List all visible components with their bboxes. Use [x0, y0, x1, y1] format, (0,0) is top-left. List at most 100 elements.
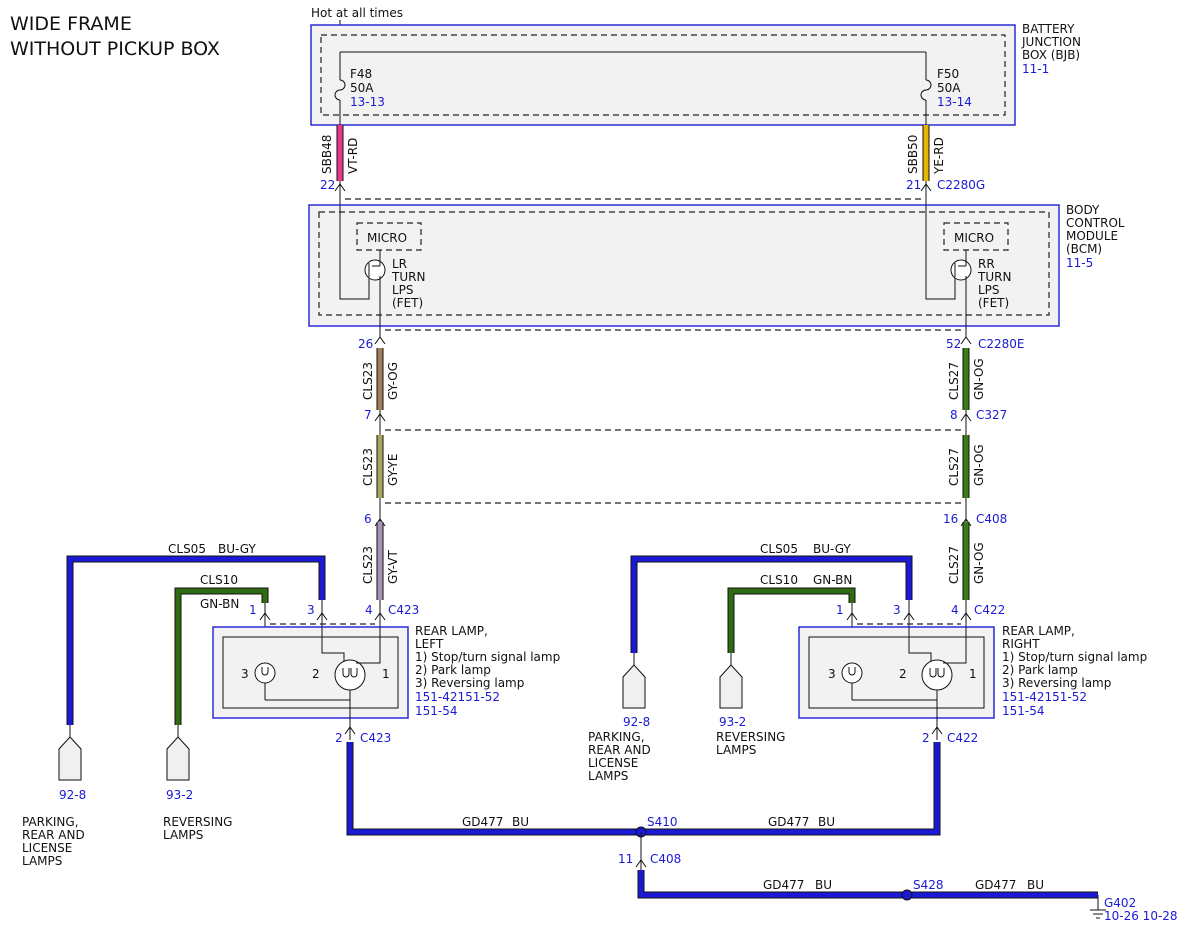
right-lamp-ref-1[interactable]: 151-42151-52	[1002, 690, 1087, 704]
c408-connector-lower[interactable]: C408	[650, 852, 681, 866]
diagram-title-line2: WITHOUT PICKUP BOX	[10, 38, 220, 60]
sbb50-pin: 21	[906, 178, 921, 192]
c423-connector-lower[interactable]: C423	[360, 731, 391, 745]
right-bulb-label-3: 3	[828, 667, 836, 681]
wire-right-cls05	[631, 556, 912, 653]
splice-s428-label[interactable]: S428	[913, 878, 944, 892]
g402-label[interactable]: G402	[1104, 896, 1136, 910]
fet-right-line1: RR	[978, 257, 995, 271]
fuse-f50-ref[interactable]: 13-14	[937, 95, 972, 109]
fet-left-line2: TURN	[391, 270, 425, 284]
left-lamp-pin1: 1	[249, 603, 257, 617]
bcm-ref[interactable]: 11-5	[1066, 256, 1093, 270]
left-lamp-pin3: 3	[307, 603, 315, 617]
left-reversing-bulb	[254, 662, 276, 684]
fet-left-symbol	[364, 259, 386, 281]
fuse-f48-rating: 50A	[350, 81, 374, 95]
right-seg3-color: GN-OG	[972, 542, 986, 584]
right-lamp-pin4: 4	[951, 603, 959, 617]
right-lamp-name-1: REAR LAMP,	[1002, 624, 1075, 638]
right-reversing-bulb	[841, 662, 863, 684]
right-lamp-name-4: 2) Park lamp	[1002, 663, 1078, 677]
fuse-f48-ref[interactable]: 13-13	[350, 95, 385, 109]
right-reversing-ref[interactable]: 93-2	[719, 715, 746, 729]
sbb48-circuit: SBB48	[320, 135, 334, 174]
right-parking-label-4: LAMPS	[588, 769, 628, 783]
left-bulb-label-1: 1	[382, 667, 390, 681]
c423-connector-upper[interactable]: C423	[388, 603, 419, 617]
right-lamp-name-2: RIGHT	[1002, 637, 1040, 651]
right-stop-park-bulb	[921, 659, 953, 691]
left-parking-label-3: LICENSE	[22, 841, 72, 855]
ref-tab-left-parking[interactable]	[58, 736, 82, 781]
left-lamp-box	[212, 626, 409, 719]
fuse-f48-name: F48	[350, 67, 372, 81]
sbb50-circuit: SBB50	[906, 135, 920, 174]
bjb-ref[interactable]: 11-1	[1022, 62, 1049, 76]
left-lamp-ref-1[interactable]: 151-42151-52	[415, 690, 500, 704]
left-parking-label-2: REAR AND	[22, 828, 85, 842]
right-seg2-circuit: CLS27	[947, 448, 961, 486]
ref-tab-right-parking[interactable]	[622, 664, 646, 709]
diagram-title-line1: WIDE FRAME	[10, 13, 132, 35]
fet-right-symbol	[950, 259, 972, 281]
ref-tab-right-reversing[interactable]	[719, 664, 743, 709]
right-seg1-color: GN-OG	[972, 358, 986, 400]
left-seg2-circuit: CLS23	[361, 448, 375, 486]
right-parking-label-3: LICENSE	[588, 756, 638, 770]
left-parking-ref[interactable]: 92-8	[59, 788, 86, 802]
ground-g402-icon	[1090, 909, 1106, 919]
c327-connector[interactable]: C327	[976, 408, 1007, 422]
wire-right-cls10	[728, 588, 855, 653]
bcm-name-line3: MODULE	[1066, 229, 1118, 243]
right-bulb-label-2: 2	[899, 667, 907, 681]
left-bulb-label-3: 3	[241, 667, 249, 681]
left-reversing-ref[interactable]: 93-2	[166, 788, 193, 802]
bcm-name-line2: CONTROL	[1066, 216, 1125, 230]
splice-s428[interactable]	[901, 889, 913, 901]
right-pin-52: 52	[946, 337, 961, 351]
wire-gd477-lower	[638, 870, 1098, 898]
g402-refs[interactable]: 10-26 10-28	[1104, 909, 1178, 923]
gd-bottom-right-circuit: GD477	[975, 878, 1016, 892]
right-seg1-circuit: CLS27	[947, 362, 961, 400]
sbb50-color: YE-RD	[932, 137, 946, 175]
c2280g-connector[interactable]: C2280G	[937, 178, 985, 192]
right-lamp-ref-2[interactable]: 151-54	[1002, 704, 1045, 718]
left-lamp-name-4: 2) Park lamp	[415, 663, 491, 677]
left-lamp-pin2-out: 2	[335, 731, 343, 745]
right-seg2-color: GN-OG	[972, 444, 986, 486]
splice-s410-label[interactable]: S410	[647, 815, 678, 829]
c2280e-connector[interactable]: C2280E	[978, 337, 1025, 351]
fuse-f50-rating: 50A	[937, 81, 961, 95]
gd-bottom-left-color: BU	[815, 878, 832, 892]
right-cls05-circuit: CLS05	[760, 542, 798, 556]
fet-right-line3: LPS	[978, 283, 1000, 297]
ref-tab-left-reversing[interactable]	[166, 736, 190, 781]
c408-connector-upper[interactable]: C408	[976, 512, 1007, 526]
fuse-f48-symbol	[334, 79, 346, 101]
left-cls10-color: GN-BN	[200, 597, 239, 611]
left-seg3-color: GY-VT	[386, 550, 400, 584]
left-pin-6: 6	[364, 512, 372, 526]
left-cls10-circuit: CLS10	[200, 573, 238, 587]
c422-connector-lower[interactable]: C422	[947, 731, 978, 745]
left-seg1-color: GY-OG	[386, 362, 400, 400]
fuse-f50-name: F50	[937, 67, 959, 81]
right-parking-ref[interactable]: 92-8	[623, 715, 650, 729]
right-cls10-circuit: CLS10	[760, 573, 798, 587]
c422-connector-upper[interactable]: C422	[974, 603, 1005, 617]
left-pin-7: 7	[364, 408, 372, 422]
fet-left-line1: LR	[392, 257, 407, 271]
right-seg3-circuit: CLS27	[947, 546, 961, 584]
sbb48-color: VT-RD	[346, 138, 360, 174]
gd-right-circuit: GD477	[768, 815, 809, 829]
left-cls05-color: BU-GY	[218, 542, 256, 556]
left-pin-26: 26	[358, 337, 373, 351]
gd-bottom-left-circuit: GD477	[763, 878, 804, 892]
left-lamp-ref-2[interactable]: 151-54	[415, 704, 458, 718]
micro-right-label: MICRO	[954, 231, 994, 245]
right-lamp-name-3: 1) Stop/turn signal lamp	[1002, 650, 1147, 664]
bjb-inner	[320, 34, 1006, 116]
